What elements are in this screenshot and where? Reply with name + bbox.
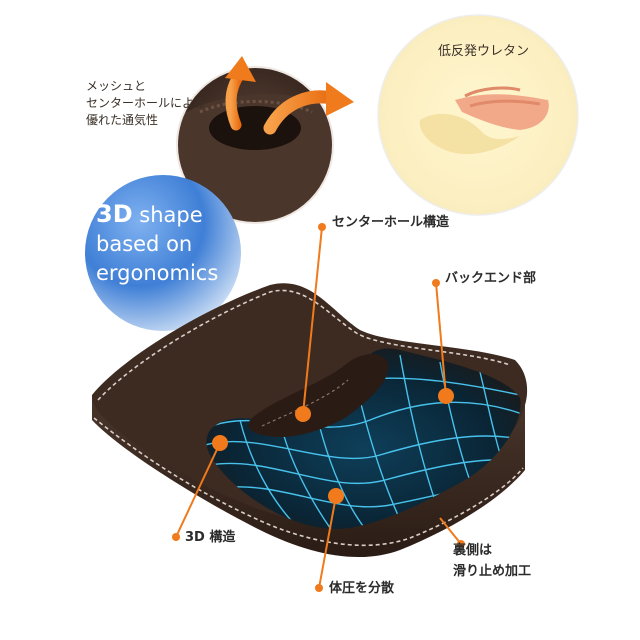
anti-slip-line2: 滑り止め加工 xyxy=(453,564,532,579)
airflow-arrow-icon xyxy=(225,56,354,135)
anti-slip-label: 裏側は 滑り止め加工 xyxy=(453,540,531,582)
mesh-callout-label: メッシュと センターホールによる 優れた通気性 xyxy=(86,78,206,129)
mesh-callout-line1: メッシュと xyxy=(86,79,147,93)
mesh-callout-line2: センターホールによる xyxy=(86,96,206,110)
center-hole-label: センターホール構造 xyxy=(332,215,450,230)
badge-line2: based on xyxy=(96,232,193,256)
mesh-callout-line3: 優れた通気性 xyxy=(86,113,159,127)
badge-line3: ergonomics xyxy=(96,261,219,285)
badge-bold-3d: 3D xyxy=(96,200,133,228)
badge-text: 3D shape based on ergonomics xyxy=(96,200,248,288)
callout-dots xyxy=(172,223,465,592)
back-end-label: バックエンド部 xyxy=(445,271,537,286)
badge-line1: shape xyxy=(132,203,203,227)
anti-slip-line1: 裏側は xyxy=(453,543,493,558)
3d-structure-label: 3D 構造 xyxy=(185,530,236,545)
callout-lines xyxy=(175,226,462,589)
foam-detail-image xyxy=(377,14,579,216)
pressure-distribution-label: 体圧を分散 xyxy=(329,581,395,596)
3d-shape-badge xyxy=(85,175,241,331)
foam-callout-label: 低反発ウレタン xyxy=(438,44,530,59)
